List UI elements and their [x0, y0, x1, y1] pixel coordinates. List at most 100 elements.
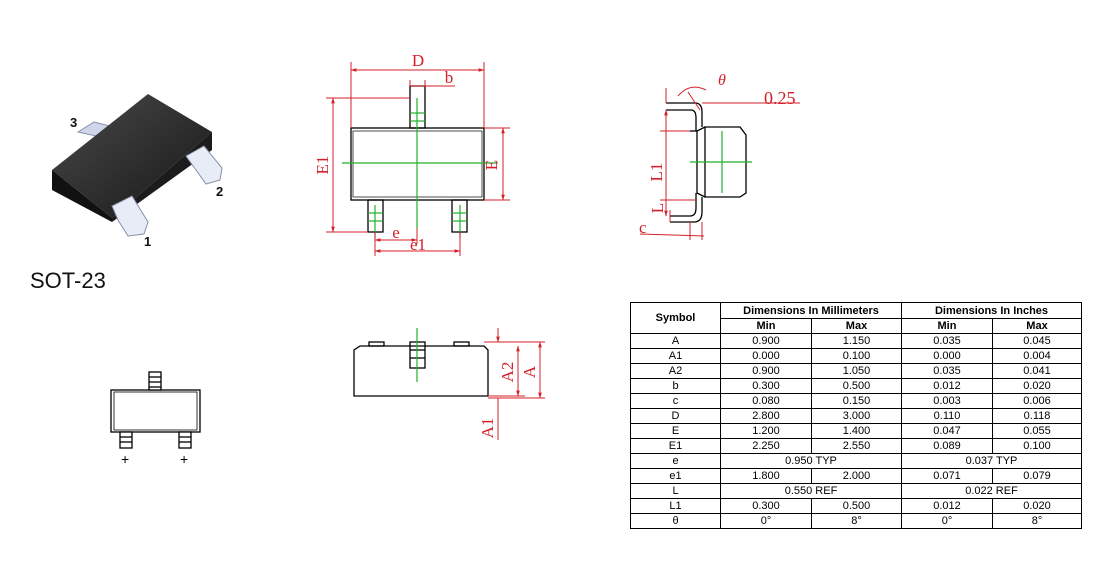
top-view: D b E1 E e e1: [313, 51, 510, 256]
cell-mm-max: 0.150: [811, 393, 902, 409]
dim-label-A: A: [520, 365, 539, 378]
cell-mm-max: 3.000: [811, 408, 902, 424]
cell-in-max: 0.055: [992, 423, 1082, 439]
cell-in-max: 0.041: [992, 363, 1082, 379]
cell-mm-min: 0.900: [720, 333, 812, 349]
dim-label-L: L: [648, 203, 667, 213]
cell-in-min: 0.071: [901, 468, 993, 484]
package-3d-render: 3 2 1: [52, 94, 223, 249]
dim-label-A2: A2: [498, 362, 517, 383]
package-symbol: [110, 371, 201, 449]
front-view: A2 A A1: [353, 328, 545, 440]
cell-in-min: 0.000: [901, 348, 993, 364]
cell-mm-min: 0.000: [720, 348, 812, 364]
cell-in-min: 0.035: [901, 363, 993, 379]
dim-label-E: E: [482, 160, 501, 170]
cell-in-max: 0.004: [992, 348, 1082, 364]
cell-mm-max: 2.000: [811, 468, 902, 484]
cell-in-max: 8°: [992, 513, 1082, 529]
cell-in-max: 0.020: [992, 378, 1082, 394]
cell-symbol: b: [630, 378, 721, 394]
cell-mm-max: 8°: [811, 513, 902, 529]
cell-mm-max: 0.100: [811, 348, 902, 364]
cell-mm-typ: 0.550 REF: [720, 483, 902, 499]
cell-mm-typ: 0.950 TYP: [720, 453, 902, 469]
cell-mm-min: 0°: [720, 513, 812, 529]
cell-symbol: A1: [630, 348, 721, 364]
header-in-min: Min: [901, 318, 993, 334]
cell-symbol: c: [630, 393, 721, 409]
header-mm-min: Min: [720, 318, 812, 334]
cell-symbol: L1: [630, 498, 721, 514]
cell-mm-min: 2.800: [720, 408, 812, 424]
dim-label-0-25: 0.25: [764, 88, 796, 108]
polarity-plus-right: +: [180, 451, 188, 467]
pin-2-label: 2: [216, 184, 223, 199]
cell-symbol: D: [630, 408, 721, 424]
cell-in-max: 0.118: [992, 408, 1082, 424]
cell-in-min: 0.003: [901, 393, 993, 409]
dim-label-b: b: [445, 68, 454, 87]
cell-mm-min: 0.900: [720, 363, 812, 379]
dim-label-e: e: [392, 223, 400, 242]
cell-symbol: e: [630, 453, 721, 469]
cell-mm-max: 1.050: [811, 363, 902, 379]
cell-mm-min: 0.300: [720, 498, 812, 514]
cell-symbol: L: [630, 483, 721, 499]
side-view: θ 0.25 L1 L c: [639, 72, 800, 240]
cell-mm-max: 0.500: [811, 378, 902, 394]
header-mm-max: Max: [811, 318, 902, 334]
cell-in-max: 0.100: [992, 438, 1082, 454]
pin-3-label: 3: [70, 115, 77, 130]
cell-in-typ: 0.037 TYP: [901, 453, 1082, 469]
dim-label-c: c: [639, 218, 647, 237]
dim-label-D: D: [412, 51, 424, 70]
package-title: SOT-23: [30, 268, 106, 293]
cell-in-min: 0°: [901, 513, 993, 529]
cell-mm-max: 2.550: [811, 438, 902, 454]
header-millimeters: Dimensions In Millimeters: [720, 302, 902, 319]
cell-mm-min: 1.800: [720, 468, 812, 484]
dim-label-theta: θ: [718, 72, 726, 89]
cell-symbol: A: [630, 333, 721, 349]
dim-label-E1: E1: [313, 156, 332, 175]
cell-in-min: 0.035: [901, 333, 993, 349]
cell-symbol: E: [630, 423, 721, 439]
header-inches: Dimensions In Inches: [901, 302, 1082, 319]
cell-in-min: 0.047: [901, 423, 993, 439]
dim-label-L1: L1: [647, 163, 666, 182]
pin-1-label: 1: [144, 234, 151, 249]
dim-label-e1: e1: [410, 235, 426, 254]
dimensions-table: Symbol Dimensions In Millimeters Dimensi…: [630, 302, 1082, 529]
cell-mm-min: 2.250: [720, 438, 812, 454]
cell-in-max: 0.006: [992, 393, 1082, 409]
header-in-max: Max: [992, 318, 1082, 334]
cell-in-min: 0.089: [901, 438, 993, 454]
cell-mm-min: 1.200: [720, 423, 812, 439]
header-symbol: Symbol: [630, 302, 721, 334]
cell-symbol: A2: [630, 363, 721, 379]
cell-symbol: e1: [630, 468, 721, 484]
cell-mm-min: 0.080: [720, 393, 812, 409]
cell-in-typ: 0.022 REF: [901, 483, 1082, 499]
dim-label-A1: A1: [478, 418, 497, 439]
cell-in-min: 0.012: [901, 378, 993, 394]
cell-mm-max: 1.150: [811, 333, 902, 349]
cell-mm-max: 0.500: [811, 498, 902, 514]
cell-symbol: θ: [630, 513, 721, 529]
cell-in-max: 0.020: [992, 498, 1082, 514]
cell-mm-max: 1.400: [811, 423, 902, 439]
cell-in-min: 0.012: [901, 498, 993, 514]
